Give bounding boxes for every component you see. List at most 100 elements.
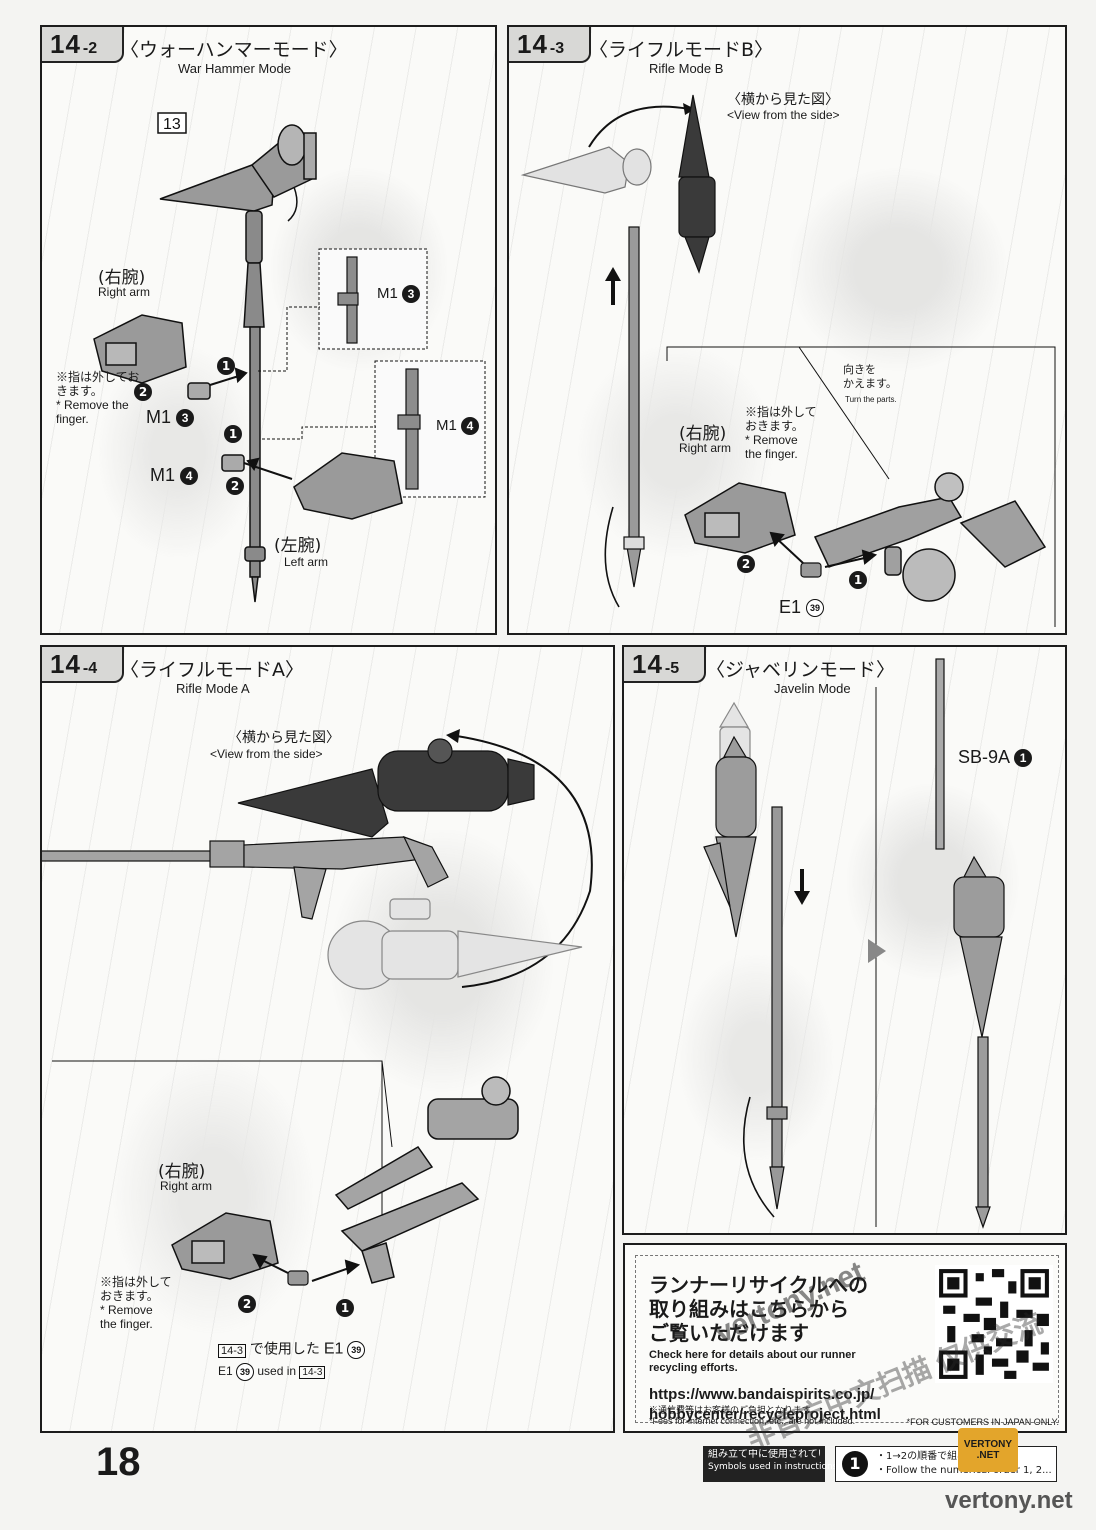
sub-inset-line xyxy=(798,346,890,480)
recycle-en-line2: recycling efforts. xyxy=(649,1362,738,1374)
used-part: E1 xyxy=(323,1340,344,1358)
symbols-label: 組み立て中に使用されているアイコン Symbols used in instru… xyxy=(703,1446,837,1482)
step-sub: -2 xyxy=(82,40,98,57)
step-tag: 14 -5 xyxy=(624,647,706,683)
sub-inset-frame xyxy=(666,346,1056,627)
part-sb-9a: SB-9A 1 xyxy=(958,747,1033,768)
right-arm-label-en: Right arm xyxy=(679,441,732,455)
step-number: 14 xyxy=(632,649,663,679)
ghost-head xyxy=(327,898,583,990)
panel-14-3: 14 -3 〈ライフルモードB〉 Rifle Mode B 〈横から見た図〉 <… xyxy=(507,25,1067,635)
step-marker-2a: 2 xyxy=(134,383,152,401)
part-e1-39: E1 39 xyxy=(779,597,825,618)
rifle-body xyxy=(813,472,1047,602)
finger-part xyxy=(287,1270,309,1286)
side-view-label-jp: 〈横から見た図〉 xyxy=(228,730,340,746)
turn-note-en: Turn the parts. xyxy=(845,395,897,404)
rotate-arrow xyxy=(742,1096,775,1218)
right-arm-label-en: Right arm xyxy=(160,1179,213,1193)
rifle-a xyxy=(334,1076,519,1284)
recycle-url-line2[interactable]: hobbycenter/recycleproject.html xyxy=(649,1406,881,1423)
hammer-shaft xyxy=(243,210,266,603)
mode-title-jp: 〈ウォーハンマーモード〉 xyxy=(120,39,348,61)
right-arm-label-en: Right arm xyxy=(98,285,151,299)
part-m1-4: M1 4 xyxy=(150,465,199,486)
panel-14-2: 14 -2 〈ウォーハンマーモード〉 War Hammer Mode 13 xyxy=(40,25,497,635)
up-arrow-head xyxy=(605,267,621,281)
panel-14-5: 14 -5 〈ジャベリンモード〉 Javelin Mode xyxy=(622,645,1067,1235)
leader-b xyxy=(262,426,376,440)
step-sub: -5 xyxy=(664,660,680,677)
finger-note: ※指は外して おきます。 * Remove the finger. xyxy=(745,405,817,461)
right-arm-label-jp: (右腕) xyxy=(679,424,727,444)
side-view-label-en: <View from the side> xyxy=(727,108,840,122)
step-marker-2: 2 xyxy=(238,1295,256,1313)
mode-title-en: War Hammer Mode xyxy=(178,61,291,76)
inset-label-a: M1 3 xyxy=(377,285,421,304)
step-number: 14 xyxy=(50,649,81,679)
symbols-desc-jp: ・1→2の順番で組み立ててくる xyxy=(876,1451,1017,1462)
assembly-arrows xyxy=(252,1253,361,1282)
recycle-title-line1: ランナーリサイクルへの xyxy=(649,1273,868,1297)
used-en-ref-box: 14-3 xyxy=(299,1366,326,1380)
symbols-info: 1 ・1→2の順番で組み立ててくる ・Follow the numerical … xyxy=(835,1446,1057,1482)
assembly-arrows xyxy=(769,531,878,568)
rifle-mode-a-diagram xyxy=(42,729,593,1286)
used-part-num: 39 xyxy=(347,1341,366,1359)
step-number: 14 xyxy=(50,29,81,59)
finger-note: ※指は外しておきます。 * Remove the finger. xyxy=(56,370,140,426)
vertony-logo-bottom: .NET xyxy=(976,1450,1000,1461)
used-in-note-en: E1 39 used in 14-3 xyxy=(218,1363,326,1381)
part-m1-3-label: M1 xyxy=(146,407,172,427)
recycle-en-line1: Check here for details about our runner xyxy=(649,1349,856,1361)
recycle-fee-note: ※通信費等はお客様のご負担となります。 *Fees for internet c… xyxy=(649,1405,855,1427)
runner-recycle-box: ランナーリサイクルへの 取り組みはこちらから ご覧いただけます Check he… xyxy=(623,1243,1067,1433)
part-e1-39-num: 39 xyxy=(806,599,825,618)
recycle-en: Check here for details about our runner … xyxy=(649,1349,856,1375)
mode-title-en: Javelin Mode xyxy=(774,681,851,696)
inset-shaft-b xyxy=(397,368,421,490)
used-en-part-num: 39 xyxy=(236,1363,255,1381)
part-m1-3: M1 3 xyxy=(146,407,195,428)
right-arm-label-jp: (右腕) xyxy=(158,1162,206,1182)
next-arrow xyxy=(868,939,886,963)
recycle-url-line1[interactable]: https://www.bandaispirits.co.jp/ xyxy=(649,1386,875,1403)
ref-step-label: 13 xyxy=(163,116,181,133)
rotate-arrow-top xyxy=(588,105,690,148)
ghost-head xyxy=(520,146,652,194)
used-in-note: 14-3 で使用した E1 39 xyxy=(218,1340,366,1359)
inset-label-a-num: 3 xyxy=(402,285,421,304)
panel-14-4: 14 -4 〈ライフルモードA〉 Rifle Mode A 〈横から見た図〉 <… xyxy=(40,645,615,1433)
left-arm-label-jp: (左腕) xyxy=(274,536,322,556)
mode-title-jp: 〈ライフルモードB〉 xyxy=(589,39,774,61)
page-number: 18 xyxy=(96,1440,141,1484)
recycle-fee-en: *Fees for internet connection, etc., are… xyxy=(649,1416,856,1426)
vertony-logo-top: VERTONY xyxy=(963,1439,1013,1450)
mode-title-en: Rifle Mode A xyxy=(176,681,250,696)
step-number-icon: 1 xyxy=(842,1451,868,1477)
sub-inset-frame xyxy=(52,1060,383,1237)
recycle-url[interactable]: https://www.bandaispirits.co.jp/ hobbyce… xyxy=(649,1385,881,1425)
recycle-fee-jp: ※通信費等はお客様のご負担となります。 xyxy=(649,1405,819,1415)
mode-title-jp: 〈ライフルモードA〉 xyxy=(120,659,304,681)
part-m1-4-label: M1 xyxy=(150,465,176,485)
qr-code[interactable] xyxy=(935,1259,1053,1389)
rotate-arrow-bottom xyxy=(604,506,620,608)
step-marker-2b: 2 xyxy=(226,477,244,495)
part-m1-4-num: 4 xyxy=(180,467,199,486)
mode-title-en: Rifle Mode B xyxy=(649,61,724,76)
left-arm-label-en: Left arm xyxy=(284,555,329,569)
used-ref-box: 14-3 xyxy=(218,1343,247,1358)
step-number: 14 xyxy=(517,29,548,59)
turn-note-jp: 向きを かえます。 xyxy=(843,364,897,390)
step-marker-1: 1 xyxy=(849,571,867,589)
left-arm xyxy=(221,452,403,520)
leader-a xyxy=(258,306,320,372)
inset-label-b: M1 4 xyxy=(436,417,480,436)
mode-title-jp: 〈ジャベリンモード〉 xyxy=(706,659,896,681)
watermark-bottom: vertony.net xyxy=(945,1487,1073,1514)
step-sub: -4 xyxy=(82,660,98,677)
inset-label-b-text: M1 xyxy=(436,417,457,434)
inset-shaft-a xyxy=(337,256,359,344)
